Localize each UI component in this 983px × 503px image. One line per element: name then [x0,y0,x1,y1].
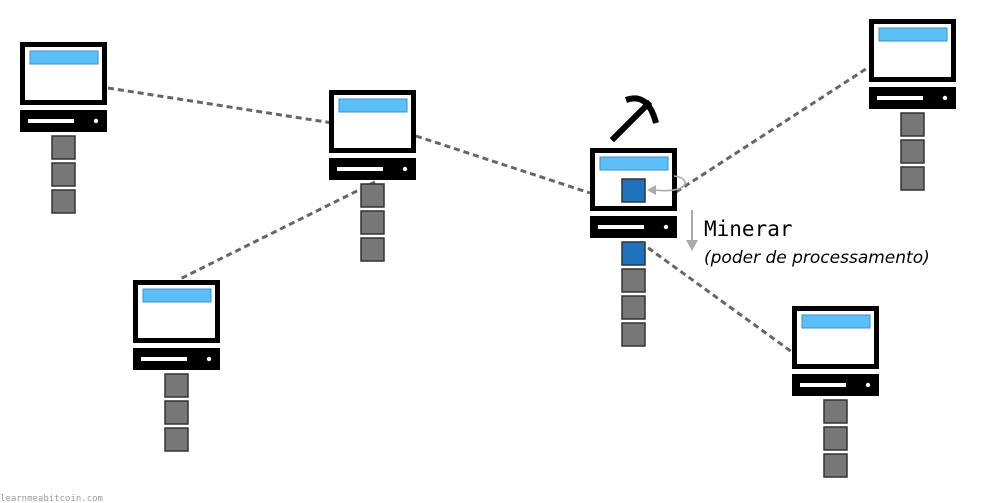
screen-bar [29,50,99,65]
chain-block [51,135,76,160]
mining-block [621,178,646,203]
chain-block [164,400,189,425]
drive-slot [877,96,923,100]
drive-slot [28,119,74,123]
mining-loop-arrow [653,175,686,192]
chain-block [360,183,385,208]
chain-block [621,322,646,347]
node-miner [590,95,686,347]
drive-slot [800,383,846,387]
screen-bar [599,156,669,171]
mining-loop-arrowhead [647,185,656,195]
mine-title: Minerar [704,217,793,241]
chain-block [900,112,925,137]
blockchain [51,135,76,214]
chain-block [360,237,385,262]
link-node-miner-node-e [639,240,793,354]
screen-bar [878,27,948,42]
pickaxe-icon [609,95,659,143]
link-node-a-node-b [107,86,417,138]
node-a [20,42,107,214]
chain-block [164,373,189,398]
computer-icon [133,280,220,370]
chain-block [823,453,848,478]
chain-block [900,139,925,164]
network-nodes [20,19,956,478]
blockchain [823,399,848,478]
chain-block [621,268,646,293]
mining-annotation: Minerar (poder de processamento) [686,210,930,268]
computer-icon [792,306,879,396]
link-node-miner-node-d [675,65,870,194]
computer-icon [329,90,416,180]
power-light [402,166,408,172]
chain-block [51,162,76,187]
node-e [792,306,879,478]
blockchain [360,183,385,262]
node-b [329,90,416,262]
node-d [869,19,956,191]
link-node-b-node-c [177,180,376,282]
network-links [107,65,870,354]
power-light [206,356,212,362]
computer-icon [869,19,956,109]
chain-block [51,189,76,214]
blockchain [164,373,189,452]
drive-slot [598,225,644,229]
chain-block [621,295,646,320]
link-node-b-node-miner [415,134,591,195]
screen-bar [142,288,212,303]
chain-block [900,166,925,191]
power-light [663,224,669,230]
chain-block [360,210,385,235]
drive-slot [141,357,187,361]
chain-block [823,399,848,424]
screen-bar [338,98,408,113]
power-light [942,95,948,101]
node-c [133,280,220,452]
drive-slot [337,167,383,171]
blockchain [900,112,925,191]
mine-down-arrow-head [686,240,698,251]
blockchain [621,241,646,347]
power-light [93,118,99,124]
computer-icon [20,42,107,132]
credit-text: learnmeabitcoin.com [0,494,103,503]
screen-bar [801,314,871,329]
chain-block [823,426,848,451]
mine-subtitle: (poder de processamento) [704,248,930,268]
chain-block [164,427,189,452]
power-light [865,382,871,388]
new-block [621,241,646,266]
